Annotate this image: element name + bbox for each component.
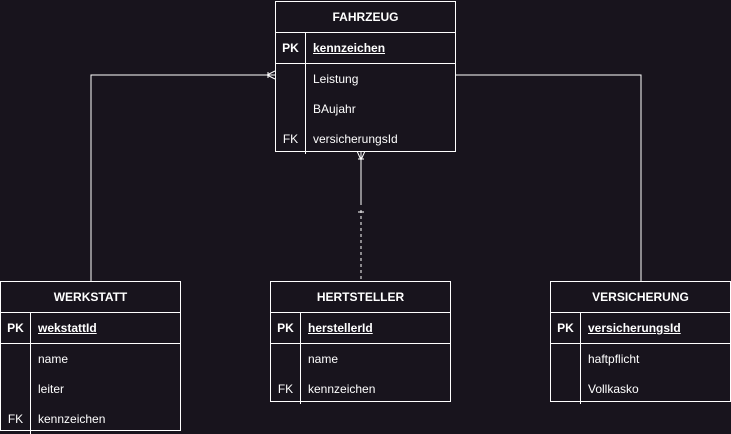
attribute-row[interactable]: name — [271, 344, 450, 374]
key-label — [551, 344, 581, 374]
attribute-row[interactable]: haftpflicht — [551, 344, 730, 374]
key-label — [276, 64, 306, 94]
key-label: PK — [276, 33, 306, 63]
attribute-row[interactable]: name — [1, 344, 180, 374]
attribute-row[interactable]: FK kennzeichen — [271, 374, 450, 404]
attribute-name: Vollkasko — [588, 382, 639, 396]
attribute-row[interactable]: Vollkasko — [551, 374, 730, 404]
attribute-name: herstellerId — [308, 321, 373, 335]
attribute-name: leiter — [38, 382, 65, 396]
entity-title: VERSICHERUNG — [592, 290, 689, 304]
entity-versicherung[interactable]: VERSICHERUNG PK versicherungsId haftpfli… — [550, 281, 731, 404]
entity-werkstatt[interactable]: WERKSTATT PK wekstattId name leiter FK k… — [0, 281, 181, 434]
key-label: PK — [551, 313, 581, 343]
relation-hertsteller-fahrzeug[interactable] — [356, 150, 366, 281]
attribute-row[interactable]: Leistung — [276, 64, 455, 94]
attribute-row[interactable]: FK versicherungsId — [276, 124, 455, 154]
attribute-name: kennzeichen — [38, 412, 106, 426]
key-label: PK — [271, 313, 301, 343]
attribute-name: name — [308, 352, 339, 366]
key-label: FK — [276, 124, 306, 154]
key-label: FK — [271, 374, 301, 404]
key-label — [1, 344, 31, 374]
key-label: PK — [1, 313, 31, 343]
primary-key-row[interactable]: PK versicherungsId — [551, 312, 730, 344]
attribute-row[interactable]: FK kennzeichen — [1, 404, 180, 434]
entity-title: WERKSTATT — [53, 290, 128, 304]
relation-versicherung-fahrzeug[interactable] — [455, 74, 642, 281]
attribute-name: haftpflicht — [588, 352, 640, 366]
entity-title: FAHRZEUG — [332, 10, 399, 24]
key-label: FK — [1, 404, 31, 434]
primary-key-row[interactable]: PK herstellerId — [271, 312, 450, 344]
attribute-name: versicherungsId — [588, 321, 681, 335]
primary-key-row[interactable]: PK kennzeichen — [276, 32, 455, 64]
relation-werkstatt-fahrzeug[interactable] — [90, 70, 276, 281]
key-label — [1, 374, 31, 404]
entity-title: HERTSTELLER — [316, 290, 405, 304]
attribute-name: kennzeichen — [308, 382, 376, 396]
attribute-name: Leistung — [313, 72, 359, 86]
entity-fahrzeug[interactable]: FAHRZEUG PK kennzeichen Leistung BAujahr… — [275, 1, 456, 154]
attribute-row[interactable]: leiter — [1, 374, 180, 404]
key-label — [271, 344, 301, 374]
attribute-row[interactable]: BAujahr — [276, 94, 455, 124]
attribute-name: kennzeichen — [313, 41, 386, 55]
entity-hertsteller[interactable]: HERTSTELLER PK herstellerId name FK kenn… — [270, 281, 451, 404]
key-label — [276, 94, 306, 124]
attribute-name: versicherungsId — [313, 132, 398, 146]
key-label — [551, 374, 581, 404]
attribute-name: wekstattId — [38, 321, 97, 335]
attribute-name: name — [38, 352, 69, 366]
primary-key-row[interactable]: PK wekstattId — [1, 312, 180, 344]
attribute-name: BAujahr — [313, 102, 356, 116]
